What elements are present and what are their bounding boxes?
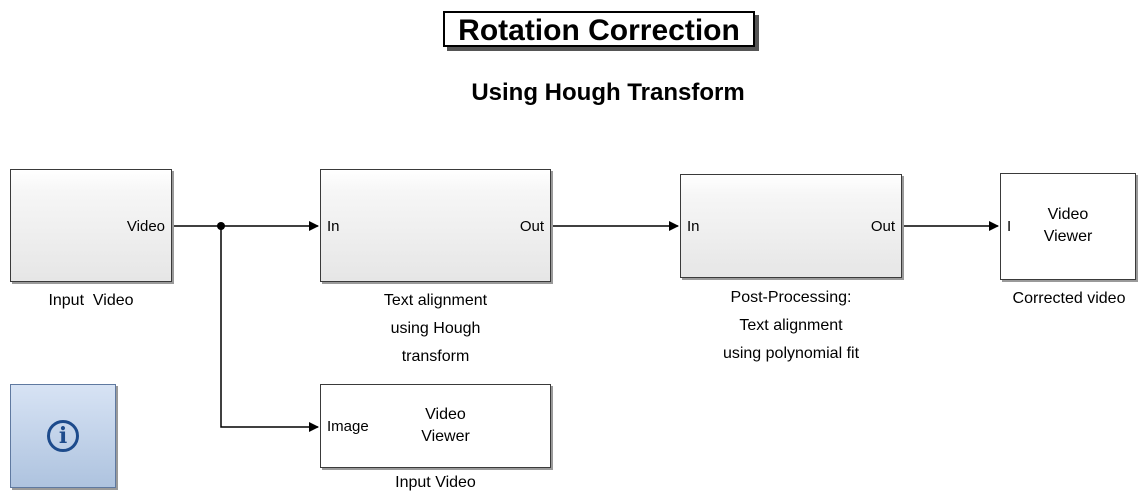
input-viewer-caption: Input Video: [395, 474, 476, 491]
postproc-caption-line: Text alignment: [739, 317, 843, 334]
input-viewer-port-in: Image: [327, 418, 369, 435]
info-icon: i: [47, 420, 79, 452]
postproc-caption: Post-Processing: Text alignment using po…: [680, 284, 902, 368]
hough-caption-line: transform: [401, 348, 470, 365]
postproc-port-out: Out: [870, 218, 895, 235]
hough-caption-line: Text alignment: [383, 292, 488, 309]
postproc-caption-line: Post-Processing:: [730, 289, 852, 306]
input-video-block[interactable]: Video: [10, 169, 172, 282]
postproc-caption-line: using polynomial fit: [722, 345, 860, 362]
corrected-viewer-label: Video Viewer: [1001, 204, 1135, 248]
input-viewer-label: Video Viewer: [341, 404, 550, 448]
hough-caption: Text alignment using Hough transform: [320, 287, 551, 371]
corrected-viewer-port-in: I: [1007, 218, 1012, 235]
input-video-caption: Input Video: [48, 292, 134, 309]
corrected-viewer-caption: Corrected video: [1012, 290, 1126, 307]
postproc-port-in: In: [687, 218, 700, 235]
input-viewer-label-line: Viewer: [421, 428, 470, 445]
model-title: Rotation Correction: [443, 11, 755, 47]
hough-caption-line: using Hough: [390, 320, 481, 337]
hough-port-in: In: [327, 218, 340, 235]
signal-branch-to-viewer[interactable]: [220, 226, 319, 432]
info-button[interactable]: i: [10, 384, 116, 488]
input-video-port-out: Video: [126, 218, 165, 235]
hough-alignment-block[interactable]: In Out: [320, 169, 551, 282]
input-viewer-label-line: Video: [425, 406, 466, 423]
model-subtitle: Using Hough Transform: [471, 79, 745, 106]
corrected-viewer-label-line: Video: [1047, 206, 1089, 223]
postproc-block[interactable]: In Out: [680, 174, 902, 278]
corrected-viewer-label-line: Viewer: [1043, 228, 1093, 245]
input-video-viewer-block[interactable]: Image Video Viewer: [320, 384, 551, 468]
corrected-video-viewer-block[interactable]: I Video Viewer: [1000, 173, 1136, 280]
branch-point: [217, 222, 225, 230]
hough-port-out: Out: [519, 218, 544, 235]
